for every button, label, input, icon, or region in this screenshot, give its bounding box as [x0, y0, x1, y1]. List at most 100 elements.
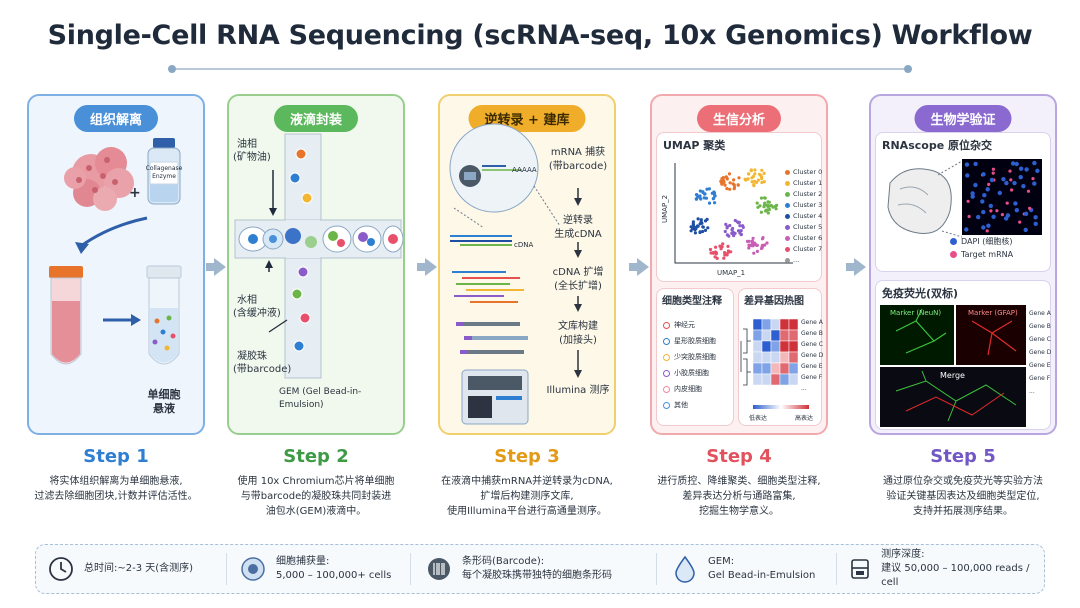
step-3-desc-line: 在液滴中捕获mRNA并逆转录为cDNA, [441, 476, 613, 487]
umap-point [749, 168, 753, 172]
umap-point [752, 241, 756, 245]
heatmap-cell [761, 318, 772, 331]
heat-high-label: 高表达 [795, 414, 813, 422]
rnascope-dot [973, 182, 978, 188]
heatmap-gene-label: Gene B [801, 330, 823, 337]
celltype-label: 小胶质细胞 [674, 369, 709, 377]
panel-2-pill: 液滴封装 [273, 105, 359, 132]
step-mrna-capture: mRNA 捕获 [550, 147, 606, 158]
umap-point [696, 217, 700, 221]
step-rt-sub: 生成cDNA [554, 229, 602, 240]
step-library: 文库构建 [558, 321, 598, 332]
panel-tissue-dissociation: 组织解离 + Collagenase Enzyme [27, 94, 205, 435]
heatmap-cell [752, 362, 763, 375]
umap-plot: UMAP_1 UMAP_2 [661, 163, 793, 277]
dissociation-illustration: + Collagenase Enzyme [49, 138, 183, 365]
step-3-desc-line: 扩增后构建测序文库, [480, 491, 574, 502]
heatmap-cell [761, 329, 772, 342]
celltype-label: 其他 [674, 401, 688, 409]
if-gene-label: Gene E [1029, 362, 1051, 369]
heatmap-cell [770, 362, 781, 375]
legend-swatch [785, 192, 790, 197]
rnascope-dot [964, 162, 970, 167]
tube-tissue-icon [49, 266, 83, 365]
rnascope-dot [1010, 161, 1016, 166]
umap-point [705, 217, 709, 221]
footer-divider [410, 553, 411, 585]
footer-time-text: 总时间:~2-3 天(含测序) [84, 562, 194, 574]
step-2-desc-line: 使用 10x Chromium芯片将单细胞 [237, 476, 395, 487]
flow-arrow-2 [417, 258, 437, 276]
legend-swatch [785, 247, 790, 252]
footer-depth-label: 测序深度: [881, 548, 925, 560]
legend-label: Cluster 2 [793, 190, 823, 198]
umap-point [694, 226, 698, 231]
celltype-list: 神经元星形胶质细胞少突胶质细胞小胶质细胞内皮细胞其他 [663, 317, 716, 413]
legend-swatch [785, 181, 790, 186]
footer-cells-text: 细胞捕获量: 5,000 – 100,000+ cells [276, 555, 391, 583]
footer-cells-value: 5,000 – 100,000+ cells [276, 569, 392, 581]
step-1-desc-line: 将实体组织解离为单细胞悬液, [49, 476, 183, 487]
umap-point [723, 229, 727, 234]
rnascope-dot [982, 193, 987, 198]
umap-point [701, 225, 705, 229]
rnascope-dot [1018, 220, 1022, 224]
umap-point [736, 229, 741, 233]
rnascope-legend: DAPI (细胞核)Target mRNA [950, 235, 1013, 261]
rnascope-dot [1005, 201, 1009, 205]
aqueous-phase-label-2: (含缓冲液) [233, 308, 281, 319]
if-card: 免疫荧光(双标) Marker (NeuN) Marker (GFAP) Mer… [875, 280, 1051, 430]
umap-point [707, 187, 711, 191]
rnascope-dot [964, 227, 969, 232]
legend-label: Cluster 5 [793, 223, 823, 231]
umap-point [727, 234, 731, 238]
legend-label: Cluster 7 [793, 245, 823, 253]
umap-point [759, 196, 764, 200]
rnascope-legend-item: Target mRNA [950, 248, 1013, 261]
footer-gem-label: GEM: [708, 555, 735, 567]
marker-gfap-label: Marker (GFAP) [968, 309, 1018, 317]
umap-point [720, 182, 724, 186]
if-gene-label: Gene C [1029, 336, 1051, 343]
umap-point [707, 201, 712, 205]
rnascope-legend-item: DAPI (细胞核) [950, 235, 1013, 248]
heatmap-cell [752, 351, 763, 364]
celltype-swatch [663, 369, 670, 377]
step-2-desc-line: 油包水(GEM)液滴中。 [265, 506, 367, 517]
rnascope-dot [1004, 216, 1009, 221]
step-5-desc-line: 验证关键基因表达及细胞类型定位, [886, 491, 1040, 502]
library-illustration: AAAAA cDNA [449, 123, 582, 425]
step-3-desc-line: 使用Illumina平台进行高通量测序。 [447, 506, 607, 517]
rnascope-dot [1035, 168, 1040, 173]
umap-point [739, 229, 743, 233]
umap-point [714, 252, 718, 256]
umap-point [745, 239, 750, 243]
rnascope-dot [965, 173, 970, 178]
oil-phase-label-2: (矿物油) [233, 152, 271, 163]
umap-point [755, 243, 759, 247]
heatmap-cell [752, 340, 763, 353]
rnascope-dot [973, 161, 978, 167]
celltype-item: 小胶质细胞 [663, 365, 716, 381]
heatmap-cell [770, 329, 781, 342]
umap-point [736, 221, 740, 225]
umap-point [767, 204, 772, 208]
umap-point [695, 224, 700, 228]
legend-swatch [785, 214, 790, 219]
celltype-title: 细胞类型注释 [662, 296, 722, 307]
umap-point [736, 183, 740, 187]
step-4-description: 进行质控、降维聚类、细胞类型注释, 差异表达分析与通路富集, 挖掘生物学意义。 [640, 474, 838, 519]
footer-depth-text: 测序深度: 建议 50,000 – 100,000 reads / cell [881, 548, 1044, 590]
rnascope-dot [970, 191, 975, 196]
heatmap-gene-label: Gene E [801, 363, 823, 370]
legend-label: Cluster 3 [793, 201, 823, 209]
umap-point [763, 196, 767, 200]
heatmap-cell [788, 318, 799, 331]
umap-point [724, 222, 728, 226]
umap-point [714, 245, 718, 249]
heatmap-gene-label: Gene F [801, 374, 823, 381]
umap-legend-item: Cluster 0 [785, 167, 822, 178]
umap-point [725, 226, 729, 230]
umap-point [694, 197, 698, 201]
